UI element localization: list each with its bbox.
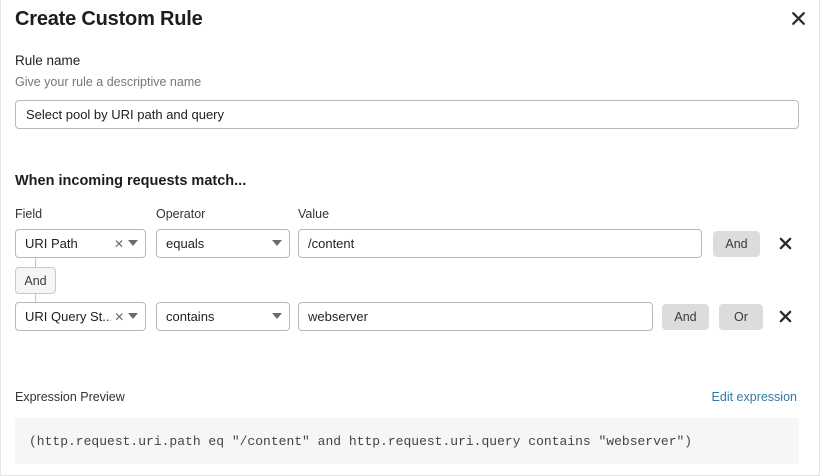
close-icon[interactable] — [785, 5, 811, 31]
rule-name-hint: Give your rule a descriptive name — [15, 75, 202, 89]
operator-select-row-1[interactable]: equals — [156, 229, 290, 258]
expression-preview-label: Expression Preview — [15, 390, 125, 404]
connector-line-top — [35, 258, 36, 267]
clear-icon[interactable]: ✕ — [113, 236, 124, 251]
remove-condition-icon-row-2[interactable] — [775, 303, 795, 329]
conditions-heading: When incoming requests match... — [15, 173, 247, 189]
and-button-row-1[interactable]: And — [713, 231, 760, 257]
operator-select-value-row-1: equals — [166, 236, 205, 251]
column-header-field: Field — [15, 207, 43, 221]
clear-icon[interactable]: ✕ — [114, 309, 125, 324]
connector-line-bottom — [35, 294, 36, 304]
field-select-value-row-1: URI Path — [25, 236, 78, 251]
operator-select-value-row-2: contains — [166, 309, 215, 324]
condition-connector: And — [1, 258, 121, 306]
remove-condition-icon-row-1[interactable] — [775, 230, 795, 256]
operator-select-row-2[interactable]: contains — [156, 302, 290, 331]
connector-and-button[interactable]: And — [15, 267, 56, 294]
rule-name-label: Rule name — [15, 53, 81, 68]
condition-row: URI Query St... ✕ contains And Or — [1, 302, 820, 332]
column-header-operator: Operator — [156, 207, 206, 221]
chevron-down-icon[interactable] — [127, 313, 145, 320]
value-input-row-1[interactable] — [298, 229, 702, 258]
field-select-row-2[interactable]: URI Query St... ✕ — [15, 302, 146, 331]
and-button-row-2[interactable]: And — [662, 304, 709, 330]
field-select-value-row-2: URI Query St... — [25, 309, 112, 324]
expression-preview-text: (http.request.uri.path eq "/content" and… — [29, 433, 693, 449]
edit-expression-link[interactable]: Edit expression — [711, 390, 797, 404]
chevron-down-icon[interactable] — [271, 313, 289, 320]
chevron-down-icon[interactable] — [271, 240, 289, 247]
rule-name-input[interactable] — [15, 100, 799, 129]
condition-row: URI Path ✕ equals And — [1, 229, 820, 259]
dialog-title: Create Custom Rule — [15, 8, 203, 30]
field-select-row-1[interactable]: URI Path ✕ — [15, 229, 146, 258]
expression-preview-box: (http.request.uri.path eq "/content" and… — [15, 418, 799, 464]
column-header-value: Value — [298, 207, 330, 221]
value-input-row-2[interactable] — [298, 302, 653, 331]
or-button-row-2[interactable]: Or — [719, 304, 763, 330]
chevron-down-icon[interactable] — [127, 240, 145, 247]
